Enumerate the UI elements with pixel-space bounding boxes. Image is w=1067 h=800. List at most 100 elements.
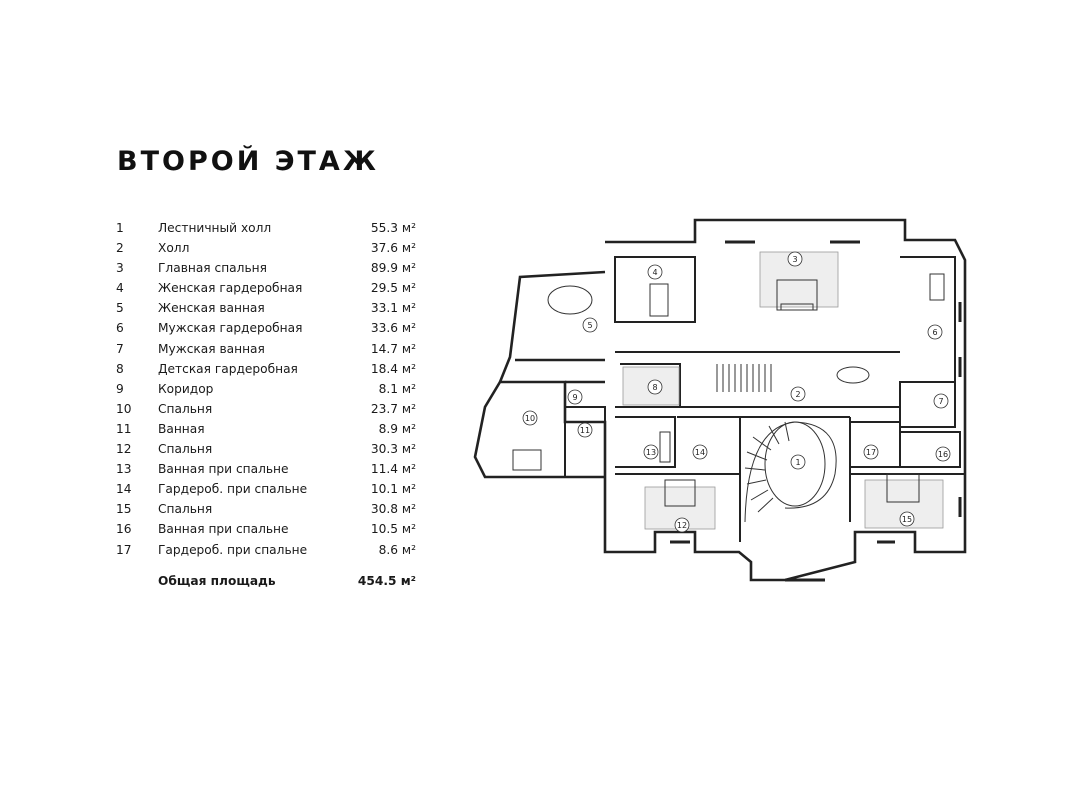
plan-label-7: 7	[938, 397, 943, 406]
room-7-wall	[899, 381, 956, 428]
room-number: 11	[116, 421, 132, 436]
room-name: Коридор	[158, 381, 214, 396]
room-marker-7	[933, 393, 949, 409]
room-4-wall	[614, 256, 696, 323]
room-marker-13	[643, 444, 659, 460]
legend-row: 11 Ванная 8.9 м²	[116, 419, 416, 439]
room-13-wall	[615, 416, 676, 468]
plan-label-8: 8	[652, 383, 657, 392]
island-6	[929, 273, 945, 301]
spiral-stair	[744, 421, 837, 523]
master-bed-pillows	[780, 303, 814, 311]
plan-label-1: 1	[795, 458, 800, 467]
room-name: Спальня	[158, 502, 213, 517]
plan-label-11: 11	[580, 426, 590, 435]
corridor-wall	[615, 351, 900, 408]
legend-row: 1 Лестничный холл 55.3 м²	[116, 218, 416, 238]
room-area: 37.6 м²	[370, 241, 416, 256]
total-label: Общая площадь	[158, 574, 276, 588]
room-number: 9	[116, 381, 124, 396]
total-area-row: Общая площадь 454.5 м²	[158, 574, 416, 588]
room-number: 13	[116, 462, 132, 477]
room-14-wall	[677, 416, 741, 467]
room-area: 23.7 м²	[370, 401, 416, 416]
plan-label-15: 15	[902, 515, 912, 524]
bed-10	[512, 449, 542, 471]
bed-12	[664, 479, 696, 507]
room-name: Гардероб. при спальне	[158, 542, 308, 557]
room-name: Женская ванная	[158, 301, 265, 316]
room-area: 33.6 м²	[370, 321, 416, 336]
room-6-wall	[900, 256, 956, 383]
west-wing-wall	[498, 270, 606, 383]
room-number: 12	[116, 442, 132, 457]
legend-row: 15 Спальня 30.8 м²	[116, 499, 416, 519]
plan-label-3: 3	[792, 255, 797, 264]
plan-label-13: 13	[646, 448, 656, 457]
plan-label-12: 12	[677, 521, 687, 530]
room-marker-10	[522, 410, 538, 426]
island-4	[649, 283, 669, 317]
legend-row: 7 Мужская ванная 14.7 м²	[116, 339, 416, 359]
room-marker-4	[647, 264, 663, 280]
room-area: 89.9 м²	[370, 261, 416, 276]
room-area: 14.7 м²	[370, 341, 416, 356]
room-area: 8.6 м²	[378, 542, 416, 557]
page-title: ВТОРОЙ ЭТАЖ	[117, 146, 379, 177]
room-marker-6	[927, 324, 943, 340]
room-marker-8	[647, 379, 663, 395]
room-marker-3	[787, 251, 803, 267]
room-number: 1	[116, 221, 124, 235]
room-name: Спальня	[158, 442, 213, 457]
room-area: 10.1 м²	[370, 482, 416, 497]
stair-steps	[744, 421, 790, 513]
room-name: Женская гардеробная	[158, 281, 303, 296]
room-name: Ванная	[158, 421, 205, 436]
room-area: 55.3 м²	[370, 221, 416, 235]
room-number: 15	[116, 502, 132, 517]
outer-wall	[473, 218, 967, 582]
room-number: 7	[116, 341, 124, 356]
room-area: 18.4 м²	[370, 361, 416, 376]
room-name: Лестничный холл	[158, 221, 272, 235]
room-area: 33.1 м²	[370, 301, 416, 316]
room-marker-17	[863, 444, 879, 460]
room-area: 29.5 м²	[370, 281, 416, 296]
room-marker-16	[935, 446, 951, 462]
room-area: 8.9 м²	[378, 421, 416, 436]
room-name: Мужская ванная	[158, 341, 265, 356]
room-marker-15	[899, 511, 915, 527]
room-number: 8	[116, 361, 124, 376]
plan-label-10: 10	[525, 414, 535, 423]
room-name: Главная спальня	[158, 261, 267, 276]
room-area: 30.8 м²	[370, 502, 416, 517]
legend-row: 9 Коридор 8.1 м²	[116, 379, 416, 399]
floor-plan: 1 2 3 4 5 6 7 8 9 10 11 12 13 14 15 16 1…	[473, 218, 967, 582]
west-wing-inner	[515, 358, 605, 384]
plan-label-14: 14	[695, 448, 705, 457]
bed-15	[886, 473, 920, 503]
room-name: Мужская гардеробная	[158, 321, 303, 336]
room-name: Детская гардеробная	[158, 361, 298, 376]
room-number: 14	[116, 482, 132, 497]
room-area: 8.1 м²	[378, 381, 416, 396]
stair-hall-wall	[739, 416, 851, 522]
plan-label-17: 17	[866, 448, 876, 457]
round-table-2	[836, 366, 870, 384]
room-marker-12	[674, 517, 690, 533]
room-name: Спальня	[158, 401, 213, 416]
room-number: 6	[116, 321, 124, 336]
room-8-wall	[620, 363, 681, 407]
room-marker-11	[577, 422, 593, 438]
room-number: 2	[116, 241, 124, 256]
plan-label-16: 16	[938, 450, 948, 459]
room-area: 11.4 м²	[370, 462, 416, 477]
